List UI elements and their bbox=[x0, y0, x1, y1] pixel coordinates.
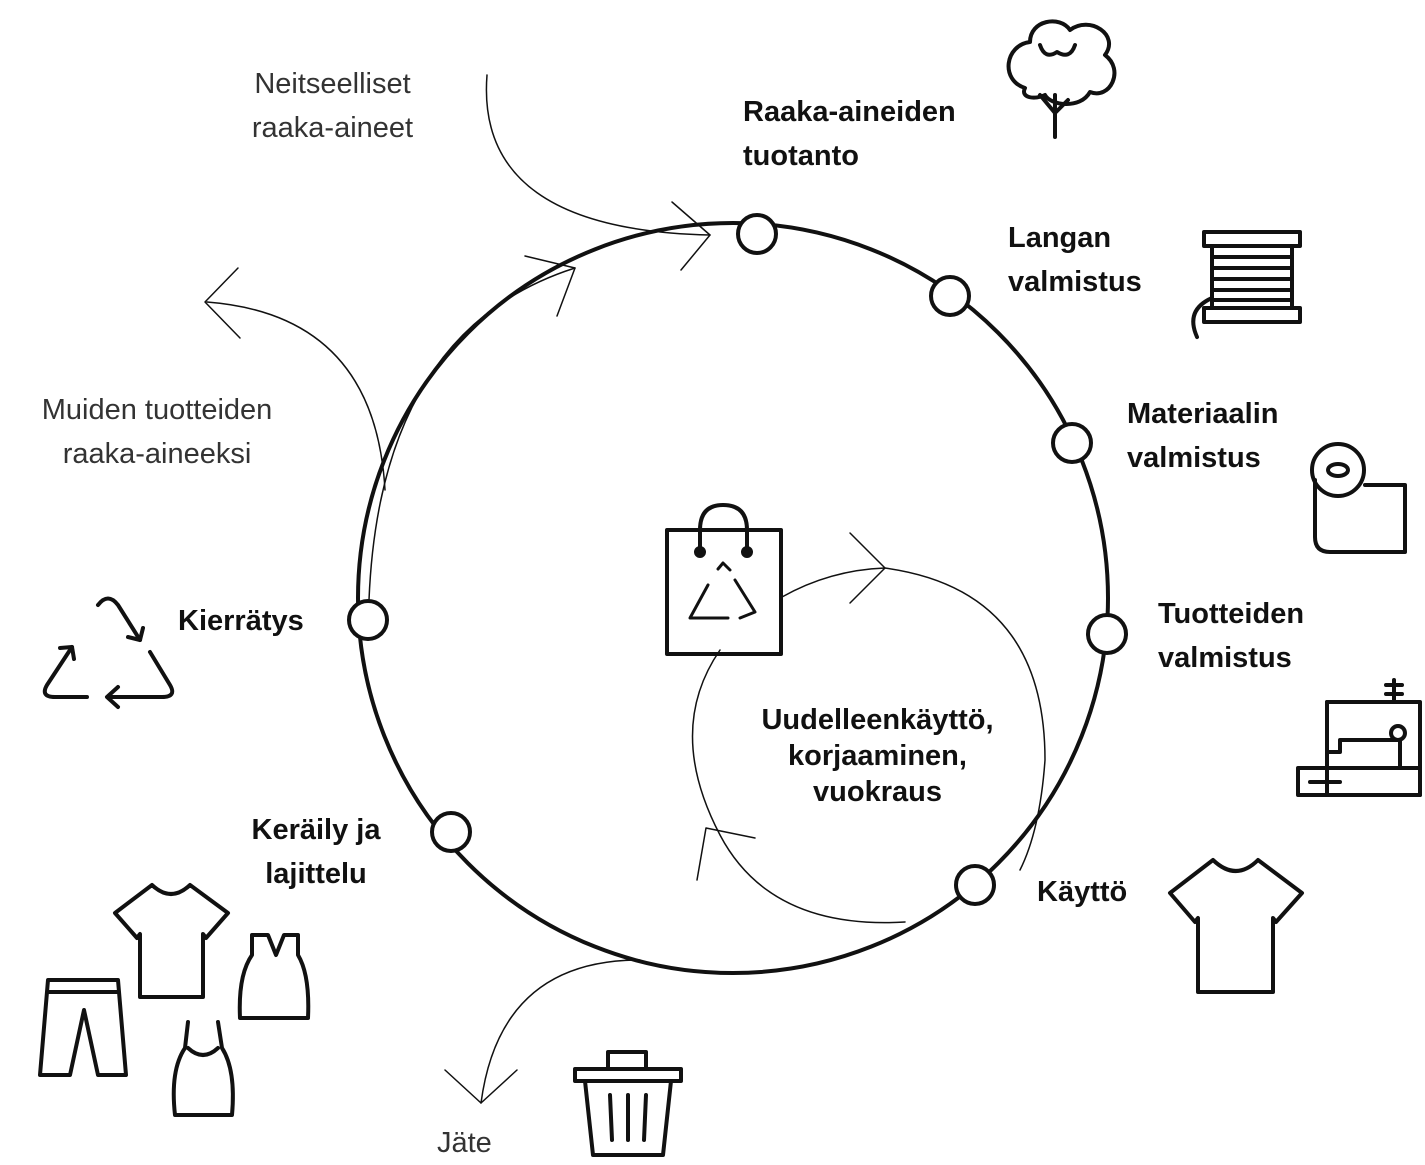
other-products-arrow bbox=[206, 301, 386, 491]
stage-label-products-line2: valmistus bbox=[1158, 642, 1292, 674]
waste-label-text: Jäte bbox=[437, 1127, 492, 1159]
stage-label-material: Materiaalin valmistus bbox=[1127, 392, 1279, 480]
stage-label-use: Käyttö bbox=[1037, 870, 1127, 914]
stage-node-raw bbox=[736, 213, 778, 255]
virgin-materials-label: Neitseelliset raaka-aineet bbox=[220, 62, 445, 150]
stage-node-yarn bbox=[929, 275, 971, 317]
stage-label-material-line1: Materiaalin bbox=[1127, 398, 1279, 430]
recycle-to-start-arrowhead bbox=[524, 255, 576, 317]
stage-label-raw-line2: tuotanto bbox=[743, 140, 859, 172]
trash-bin-icon bbox=[573, 1050, 683, 1157]
reuse-loop-arc-lower bbox=[691, 649, 906, 924]
stage-label-collection-line2: lajittelu bbox=[265, 858, 367, 890]
stage-node-products bbox=[1086, 613, 1128, 655]
sewing-machine-icon bbox=[1296, 678, 1422, 797]
other-products-line2: raaka-aineeksi bbox=[62, 438, 252, 470]
stage-node-material bbox=[1051, 422, 1093, 464]
other-products-line1: Muiden tuotteiden bbox=[41, 394, 273, 426]
stage-label-yarn: Langan valmistus bbox=[1008, 216, 1142, 304]
stage-label-yarn-line2: valmistus bbox=[1008, 266, 1142, 298]
other-products-label: Muiden tuotteiden raaka-aineeksi bbox=[12, 388, 302, 476]
virgin-inflow-arrowhead bbox=[671, 201, 711, 271]
virgin-materials-line2: raaka-aineet bbox=[251, 112, 414, 144]
waste-label: Jäte bbox=[437, 1121, 492, 1165]
recycle-to-start-arrow bbox=[368, 267, 576, 601]
fabric-roll-icon bbox=[1310, 442, 1407, 554]
virgin-materials-line1: Neitseelliset bbox=[254, 68, 411, 100]
yarn-spool-icon bbox=[1191, 230, 1302, 339]
virgin-inflow-arrow bbox=[485, 74, 711, 236]
stage-label-collection: Keräily ja lajittelu bbox=[236, 808, 396, 896]
reuse-label-line2: korjaaminen, bbox=[788, 740, 967, 772]
t-shirt-icon bbox=[1168, 858, 1304, 994]
waste-outflow-arrow bbox=[480, 959, 641, 1104]
reuse-loop-arc bbox=[781, 567, 1046, 871]
lifecycle-circle bbox=[356, 221, 1110, 975]
stage-node-use bbox=[954, 864, 996, 906]
reuse-loop-arrow-bottom bbox=[696, 827, 756, 881]
stage-label-material-line2: valmistus bbox=[1127, 442, 1261, 474]
stage-label-collection-line1: Keräily ja bbox=[251, 814, 381, 846]
stage-label-products: Tuotteiden valmistus bbox=[1158, 592, 1304, 680]
other-products-arrowhead bbox=[204, 267, 241, 339]
stage-label-yarn-line1: Langan bbox=[1008, 222, 1112, 254]
stage-label-recycling: Kierrätys bbox=[178, 599, 304, 643]
reuse-loop-arrow-top bbox=[849, 532, 886, 604]
recycle-icon bbox=[42, 596, 175, 709]
stage-label-products-line1: Tuotteiden bbox=[1158, 598, 1305, 630]
waste-outflow-arrowhead bbox=[444, 1069, 518, 1104]
reuse-label: Uudelleenkäyttö, korjaaminen, vuokraus bbox=[730, 702, 1025, 810]
reuse-label-line1: Uudelleenkäyttö, bbox=[761, 704, 994, 736]
tree-icon bbox=[1006, 19, 1117, 139]
stage-label-raw: Raaka-aineiden tuotanto bbox=[743, 90, 956, 178]
reuse-label-line3: vuokraus bbox=[813, 776, 942, 808]
stage-label-use-line1: Käyttö bbox=[1037, 876, 1128, 908]
stage-label-recycling-line1: Kierrätys bbox=[178, 605, 304, 637]
stage-node-collection bbox=[430, 811, 472, 853]
stage-label-raw-line1: Raaka-aineiden bbox=[743, 96, 956, 128]
clothes-pile-icon bbox=[38, 883, 311, 1117]
recycled-bag-icon bbox=[665, 503, 783, 656]
stage-node-recycling bbox=[347, 599, 389, 641]
